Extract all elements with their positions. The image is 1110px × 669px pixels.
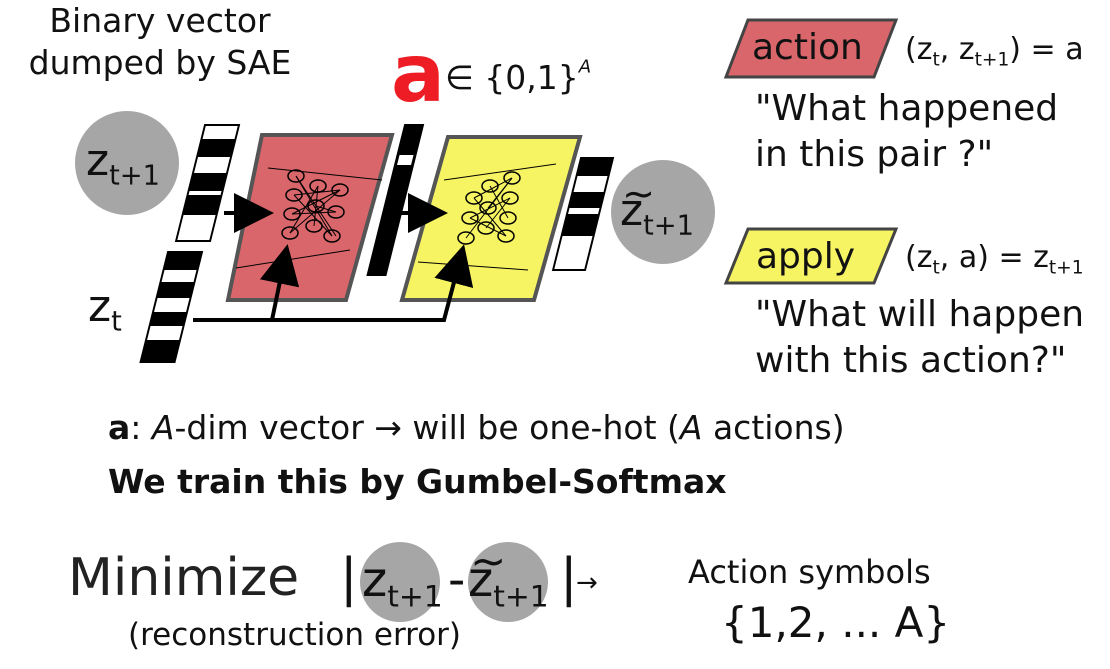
binary-vector-z-t [139,251,204,363]
action-question-line-2: in this pair ?" [755,134,994,175]
apply-label: apply [756,236,856,277]
action-formula-sub-1: t [932,49,940,71]
apply-formula-mid: , a) = z [939,240,1049,275]
binary-vector-z-next [174,124,241,242]
sae-caption-line-1: Binary vector [49,1,271,40]
a-description: a: A-dim vector → will be one-hot (A act… [108,408,845,448]
action-formula-pre: (z [905,32,933,67]
minimize-term-2-base: z [468,532,507,610]
a-description-dim: A [151,408,175,447]
z-t-sub: t [111,306,122,338]
sae-caption: Binary vector dumped by SAE [10,0,310,84]
flow-arrows [193,193,474,322]
minimize-arrow: → [576,568,598,598]
apply-formula-sub-2: t+1 [1048,257,1084,279]
minimize-term-2: zt+1 [468,532,549,612]
z-next-circle [75,111,179,215]
a-description-post: actions) [702,408,845,447]
minimize-circle-1 [360,542,440,622]
z-next-label: zt+1 [86,135,160,190]
minimize-term-1-base: z [362,552,388,608]
z-hat-label: zt+1 [620,169,694,239]
minimize-term-1-sub: t+1 [387,579,443,615]
a-set-label: ∈ {0,1}A [445,58,591,98]
binary-vector-z-hat [551,157,615,271]
apply-formula-sub-1: t [932,257,940,279]
sae-caption-line-2: dumped by SAE [28,43,292,82]
a-description-symbol: a [108,408,131,447]
z-next-base: z [86,135,110,186]
apply-label-box [723,227,899,285]
minimize-left-bar: | [340,548,358,608]
z-next-sub: t+1 [109,160,160,192]
action-formula: (zt, zt+1) = a [905,32,1084,71]
apply-question-line-1: "What will happen [755,294,1085,335]
training-note: We train this by Gumbel-Softmax [108,462,727,501]
apply-network [399,135,583,302]
z-t-label: zt [88,281,122,336]
a-description-mid: -dim vector → will be one-hot ( [174,408,680,447]
minimize-word: Minimize [68,548,300,608]
a-symbol: a [391,27,445,120]
binary-vector-a [366,124,425,276]
z-t-base: z [88,281,112,332]
apply-formula-pre: (z [905,240,933,275]
a-description-count: A [679,408,703,447]
apply-formula: (zt, a) = zt+1 [905,240,1084,279]
z-hat-base: z [620,169,655,236]
apply-question-line-2: with this action?" [755,340,1067,381]
a-set-text: ∈ {0,1} [445,58,579,97]
apply-question: "What will happen with this action?" [755,292,1084,384]
a-description-pre: : [130,408,152,447]
action-label: action [752,27,863,68]
action-question-line-1: "What happened [755,88,1059,129]
action-symbols-title: Action symbols [688,553,931,591]
action-formula-sub-2: t+1 [974,49,1010,71]
minimize-term-1: zt+1 [362,550,443,612]
minimize-dash: - [448,552,466,608]
minimize-right-bar: | [560,548,578,608]
reconstruction-caption: (reconstruction error) [128,617,462,653]
action-formula-mid: , z [939,32,975,67]
action-formula-post: ) = a [1009,32,1084,67]
action-symbols-set: {1,2, ... A} [721,598,951,647]
action-label-box [723,18,899,79]
action-question: "What happened in this pair ?" [755,86,1058,178]
a-set-superscript: A [578,56,592,78]
